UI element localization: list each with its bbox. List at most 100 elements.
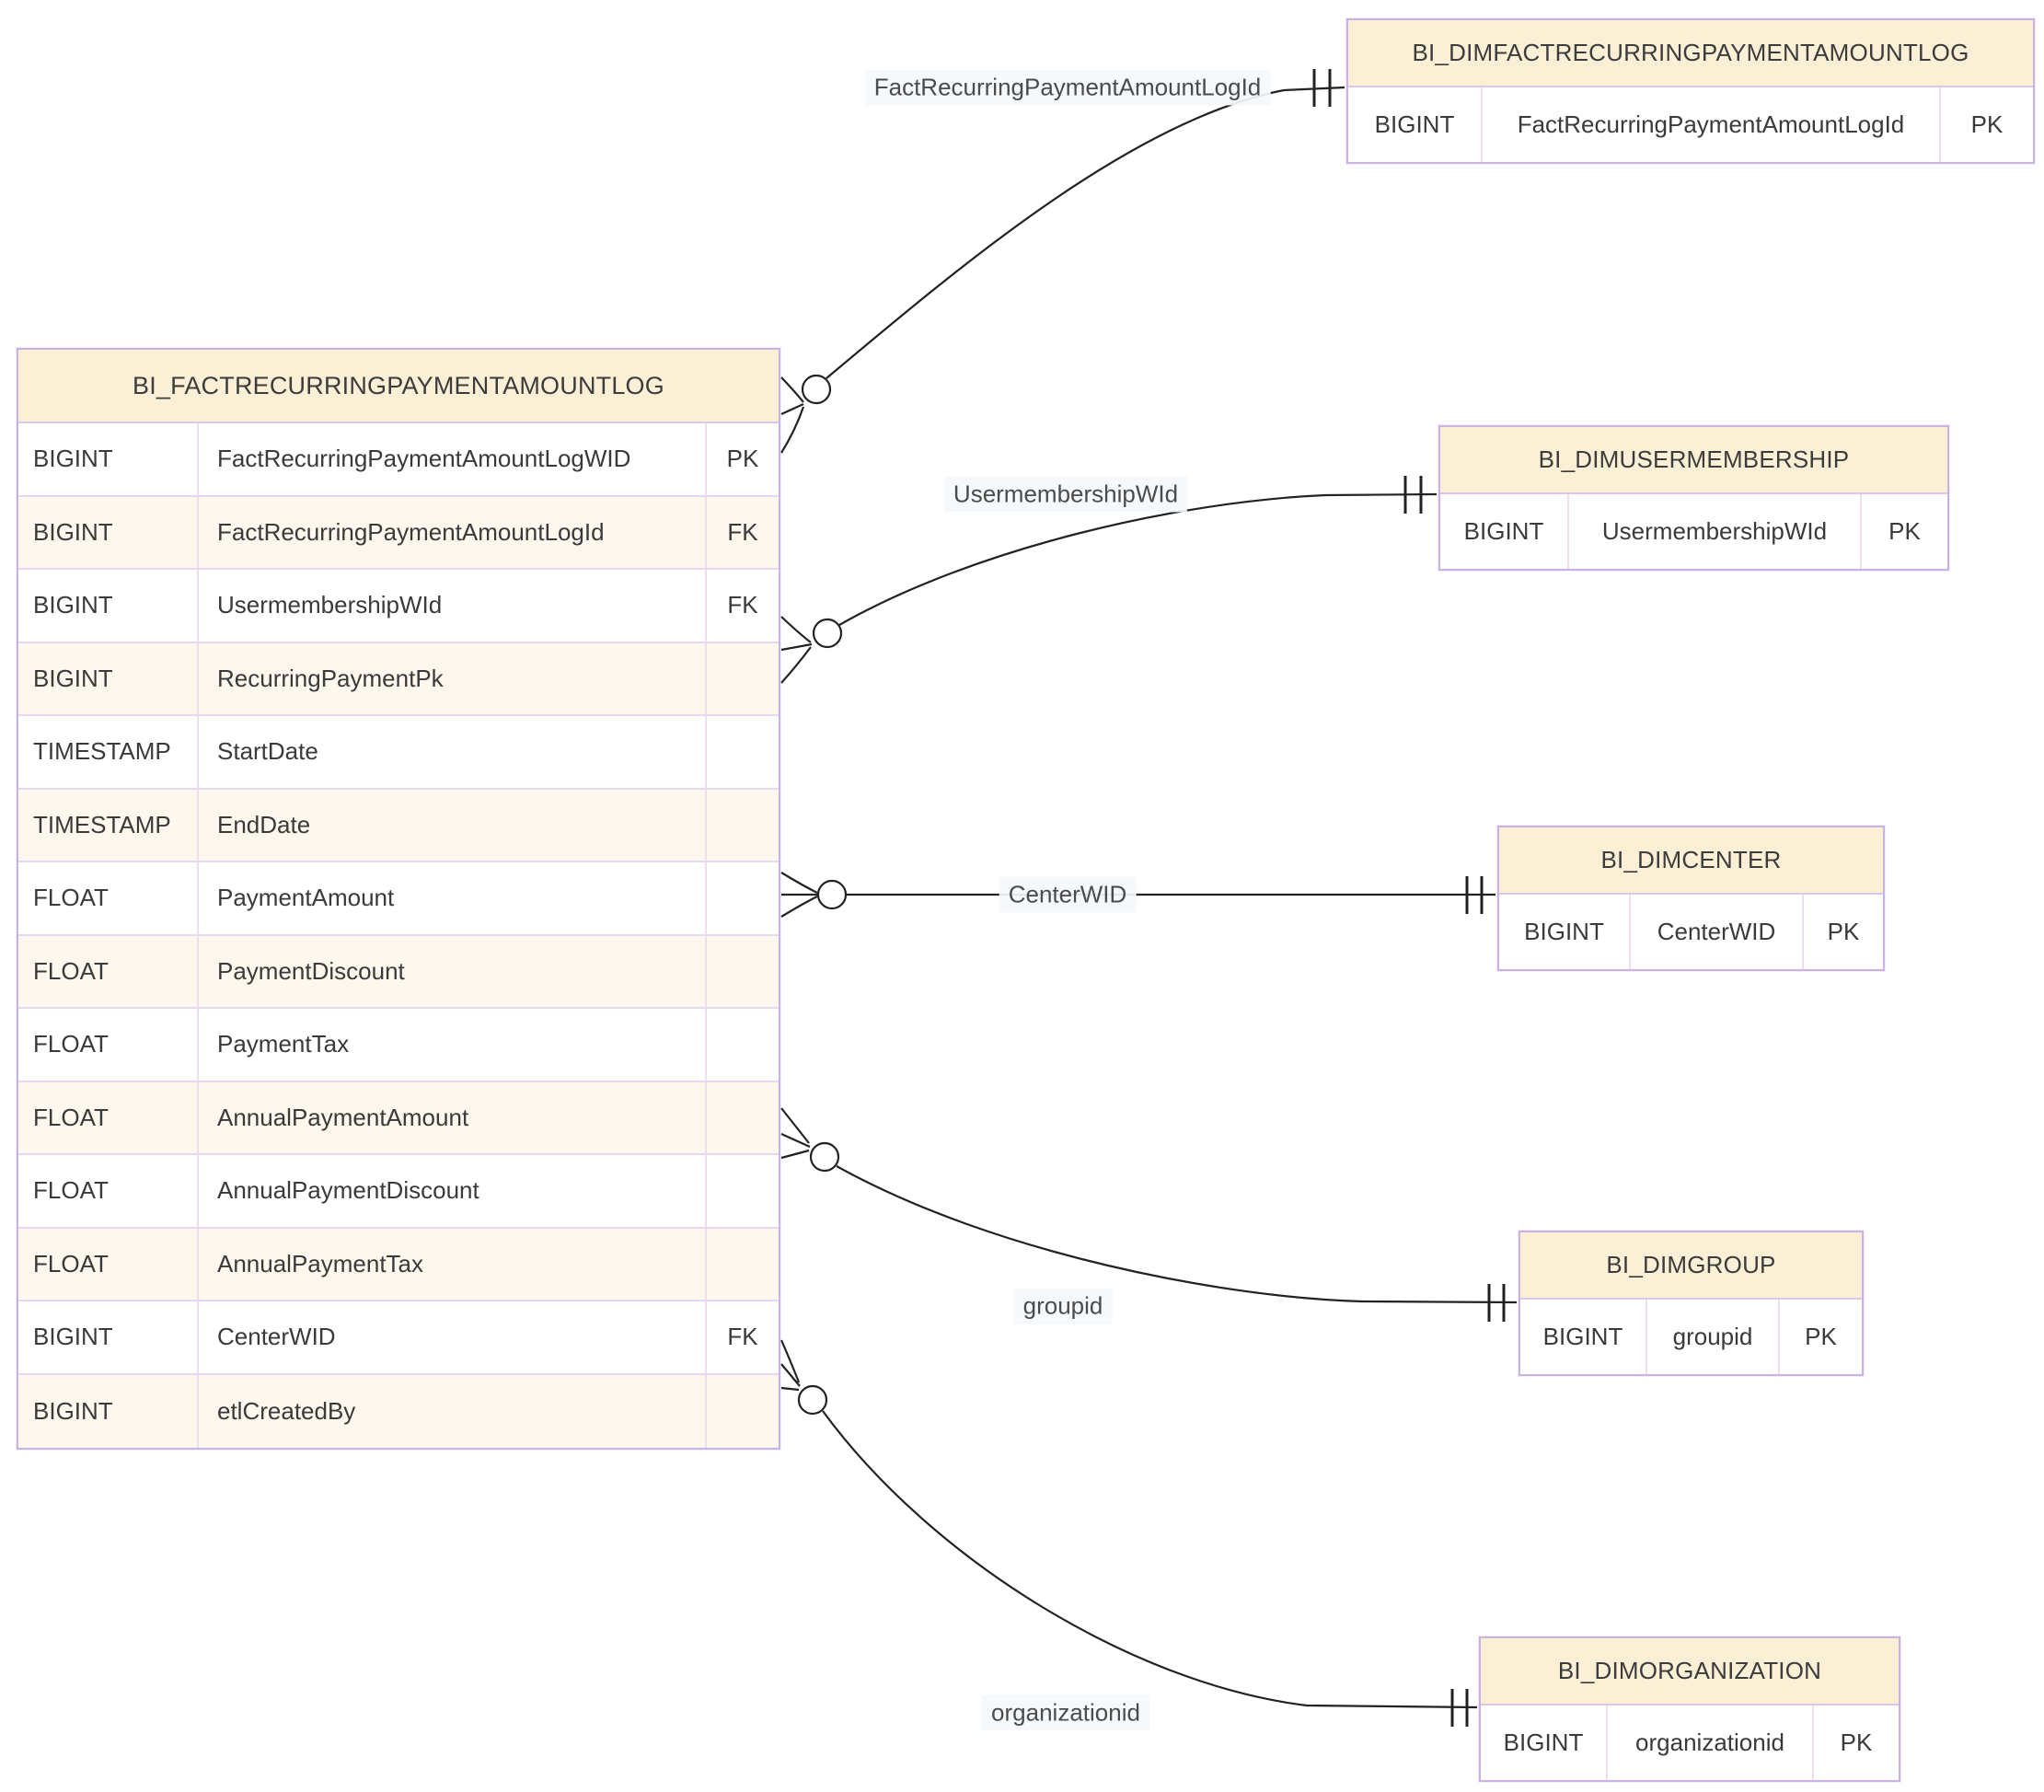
column-type: TIMESTAMP xyxy=(18,716,199,790)
column-key xyxy=(707,936,779,1009)
column-name: UsermembershipWId xyxy=(1569,494,1862,569)
relationship-label-groupid[interactable]: groupid xyxy=(1013,1288,1113,1324)
table-row: BIGINT etlCreatedBy xyxy=(18,1374,779,1449)
table-row: FLOAT PaymentTax xyxy=(18,1009,779,1082)
column-key: PK xyxy=(1888,517,1921,545)
column-key: PK xyxy=(707,423,779,497)
column-name: PaymentTax xyxy=(199,1009,707,1082)
column-name: groupid xyxy=(1647,1300,1780,1374)
column-key: PK xyxy=(1840,1728,1873,1756)
relationship-edge-centerwid[interactable] xyxy=(780,872,1495,918)
many-optional-icon xyxy=(780,1107,840,1173)
column-key: PK xyxy=(1970,110,2004,138)
relationship-edge-usermembershipwid[interactable] xyxy=(780,476,1438,684)
relationship-edge-factrecurringpaymentamountlogid[interactable] xyxy=(780,69,1345,454)
column-key: FK xyxy=(707,497,779,570)
table-row: TIMESTAMP StartDate xyxy=(18,716,779,790)
table-body: BIGINT CenterWID PK xyxy=(1499,895,1883,969)
column-type: BIGINT xyxy=(1499,895,1631,969)
one-mandatory-icon xyxy=(1403,476,1423,514)
relationship-edge-groupid[interactable] xyxy=(780,1107,1518,1322)
column-type: BIGINT xyxy=(18,423,199,497)
column-key xyxy=(707,790,779,862)
column-name: FactRecurringPaymentAmountLogId xyxy=(199,496,707,570)
column-type: FLOAT xyxy=(18,935,199,1009)
column-key: FK xyxy=(707,1301,779,1375)
column-name: StartDate xyxy=(199,716,707,790)
table-row: FLOAT PaymentAmount xyxy=(18,862,779,936)
column-name: CenterWID xyxy=(199,1301,707,1375)
table-bi-factrecurringpaymentamountlog[interactable]: BI_FACTRECURRINGPAYMENTAMOUNTLOG BIGINT … xyxy=(17,348,780,1450)
column-type: BIGINT xyxy=(18,642,199,716)
table-bi-dimcenter[interactable]: BI_DIMCENTER BIGINT CenterWID PK xyxy=(1497,826,1885,971)
table-row: BIGINT CenterWID PK xyxy=(1499,895,1883,969)
column-key xyxy=(707,1082,779,1155)
table-title: BI_DIMCENTER xyxy=(1499,827,1883,895)
table-row: BIGINT groupid PK xyxy=(1520,1300,1862,1374)
column-name: AnnualPaymentAmount xyxy=(199,1081,707,1155)
table-body: BIGINT UsermembershipWId PK xyxy=(1440,494,1947,569)
table-title: BI_DIMFACTRECURRINGPAYMENTAMOUNTLOG xyxy=(1348,20,2033,87)
many-optional-icon xyxy=(780,872,848,918)
column-type: FLOAT xyxy=(18,1009,199,1082)
table-bi-dimorganization[interactable]: BI_DIMORGANIZATION BIGINT organizationid… xyxy=(1479,1636,1900,1782)
relationship-label-factrecurringpaymentamountlogid[interactable]: FactRecurringPaymentAmountLogId xyxy=(864,69,1271,106)
column-name: FactRecurringPaymentAmountLogId xyxy=(1483,87,1941,162)
column-key xyxy=(707,1155,779,1229)
column-name: AnnualPaymentDiscount xyxy=(199,1155,707,1229)
column-type: BIGINT xyxy=(18,570,199,643)
relationship-label-usermembershipwid[interactable]: UsermembershipWId xyxy=(943,476,1188,513)
table-row: BIGINT FactRecurringPaymentAmountLogWID … xyxy=(18,423,779,497)
column-type: BIGINT xyxy=(18,496,199,570)
column-name: PaymentAmount xyxy=(199,862,707,936)
table-row: FLOAT AnnualPaymentTax xyxy=(18,1228,779,1301)
column-type: BIGINT xyxy=(18,1374,199,1448)
table-bi-dimgroup[interactable]: BI_DIMGROUP BIGINT groupid PK xyxy=(1519,1231,1864,1376)
column-type: FLOAT xyxy=(18,1228,199,1301)
column-key xyxy=(707,1229,779,1301)
column-key: FK xyxy=(707,570,779,643)
table-row: BIGINT FactRecurringPaymentAmountLogId F… xyxy=(18,496,779,570)
column-key xyxy=(707,643,779,716)
column-key xyxy=(707,716,779,790)
column-type: FLOAT xyxy=(18,1081,199,1155)
table-row: FLOAT PaymentDiscount xyxy=(18,935,779,1009)
table-row: BIGINT organizationid PK xyxy=(1481,1705,1899,1780)
table-body: BIGINT organizationid PK xyxy=(1481,1705,1899,1780)
column-name: etlCreatedBy xyxy=(199,1374,707,1448)
table-bi-dimfactrecurringpaymentamountlog[interactable]: BI_DIMFACTRECURRINGPAYMENTAMOUNTLOG BIGI… xyxy=(1346,18,2035,164)
column-type: FLOAT xyxy=(18,862,199,936)
column-name: RecurringPaymentPk xyxy=(199,642,707,716)
table-bi-dimusermembership[interactable]: BI_DIMUSERMEMBERSHIP BIGINT Usermembersh… xyxy=(1438,425,1949,571)
table-row: FLOAT AnnualPaymentAmount xyxy=(18,1081,779,1155)
column-type: BIGINT xyxy=(1440,494,1569,569)
one-mandatory-icon xyxy=(1487,1284,1506,1322)
column-name: PaymentDiscount xyxy=(199,935,707,1009)
column-type: FLOAT xyxy=(18,1155,199,1229)
column-type: TIMESTAMP xyxy=(18,789,199,862)
table-row: BIGINT CenterWID FK xyxy=(18,1301,779,1375)
many-optional-icon xyxy=(780,374,832,454)
table-body: BIGINT FactRecurringPaymentAmountLogId P… xyxy=(1348,87,2033,162)
column-type: BIGINT xyxy=(1348,87,1483,162)
column-key: PK xyxy=(1827,918,1860,945)
column-key xyxy=(707,1375,779,1449)
relationship-label-organizationid[interactable]: organizationid xyxy=(982,1694,1149,1731)
relationship-label-centerwid[interactable]: CenterWID xyxy=(999,876,1137,913)
column-name: FactRecurringPaymentAmountLogWID xyxy=(199,423,707,497)
column-name: organizationid xyxy=(1608,1705,1814,1780)
one-mandatory-icon xyxy=(1312,69,1332,107)
relationship-edge-organizationid[interactable] xyxy=(779,1339,1478,1727)
many-optional-icon xyxy=(780,616,843,684)
table-body: BIGINT FactRecurringPaymentAmountLogWID … xyxy=(18,423,779,1448)
one-mandatory-icon xyxy=(1465,876,1484,914)
column-type: BIGINT xyxy=(1520,1300,1647,1374)
table-title: BI_FACTRECURRINGPAYMENTAMOUNTLOG xyxy=(18,350,779,423)
table-row: FLOAT AnnualPaymentDiscount xyxy=(18,1155,779,1229)
table-row: BIGINT UsermembershipWId FK xyxy=(18,570,779,643)
column-type: BIGINT xyxy=(1481,1705,1608,1780)
table-row: BIGINT RecurringPaymentPk xyxy=(18,642,779,716)
table-row: TIMESTAMP EndDate xyxy=(18,789,779,862)
